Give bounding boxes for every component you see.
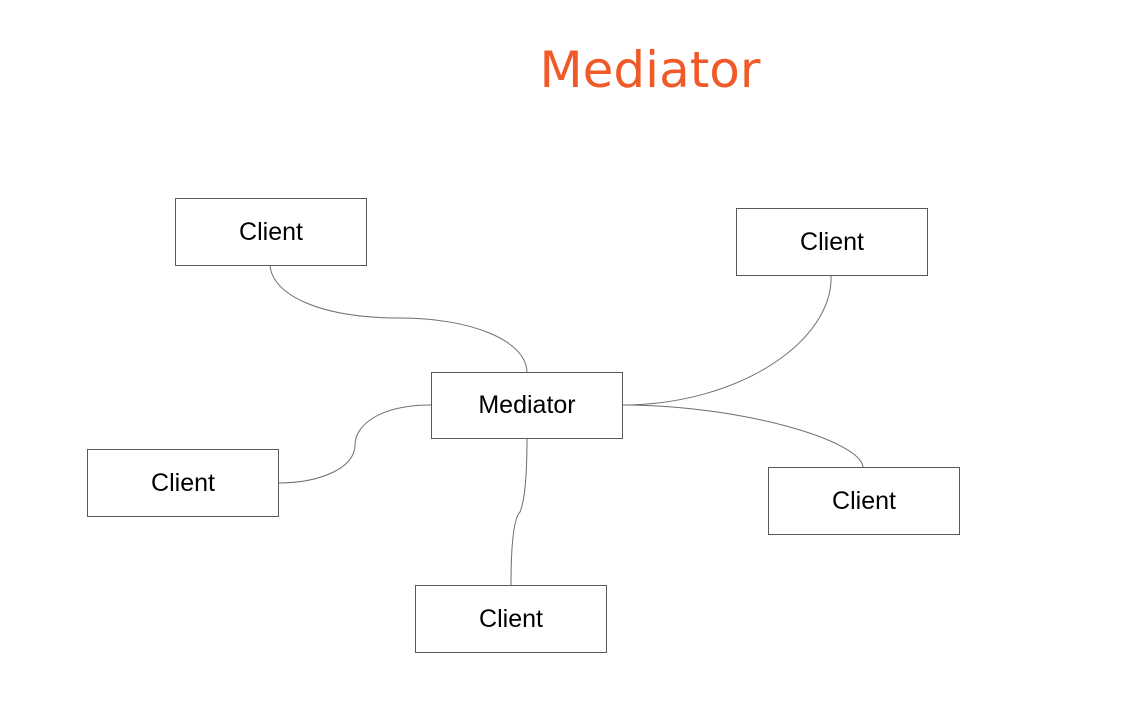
connector-left: [277, 404, 432, 484]
connector-bottom: [510, 437, 528, 586]
client-label: Client: [479, 604, 543, 633]
client-label: Client: [239, 217, 303, 246]
diagram-title: Mediator: [539, 41, 761, 99]
connector-top-left: [269, 264, 528, 373]
mediator-label: Mediator: [478, 391, 576, 419]
client-box-bottom: Client: [415, 585, 607, 653]
client-box-top-right: Client: [736, 208, 928, 276]
client-box-top-left: Client: [175, 198, 367, 266]
client-label: Client: [832, 486, 896, 515]
connector-top-right: [621, 274, 832, 406]
connector-right: [621, 404, 864, 468]
client-box-left: Client: [87, 449, 279, 517]
client-box-right: Client: [768, 467, 960, 535]
mediator-box: Mediator: [431, 372, 623, 439]
client-label: Client: [151, 468, 215, 497]
client-label: Client: [800, 227, 864, 256]
